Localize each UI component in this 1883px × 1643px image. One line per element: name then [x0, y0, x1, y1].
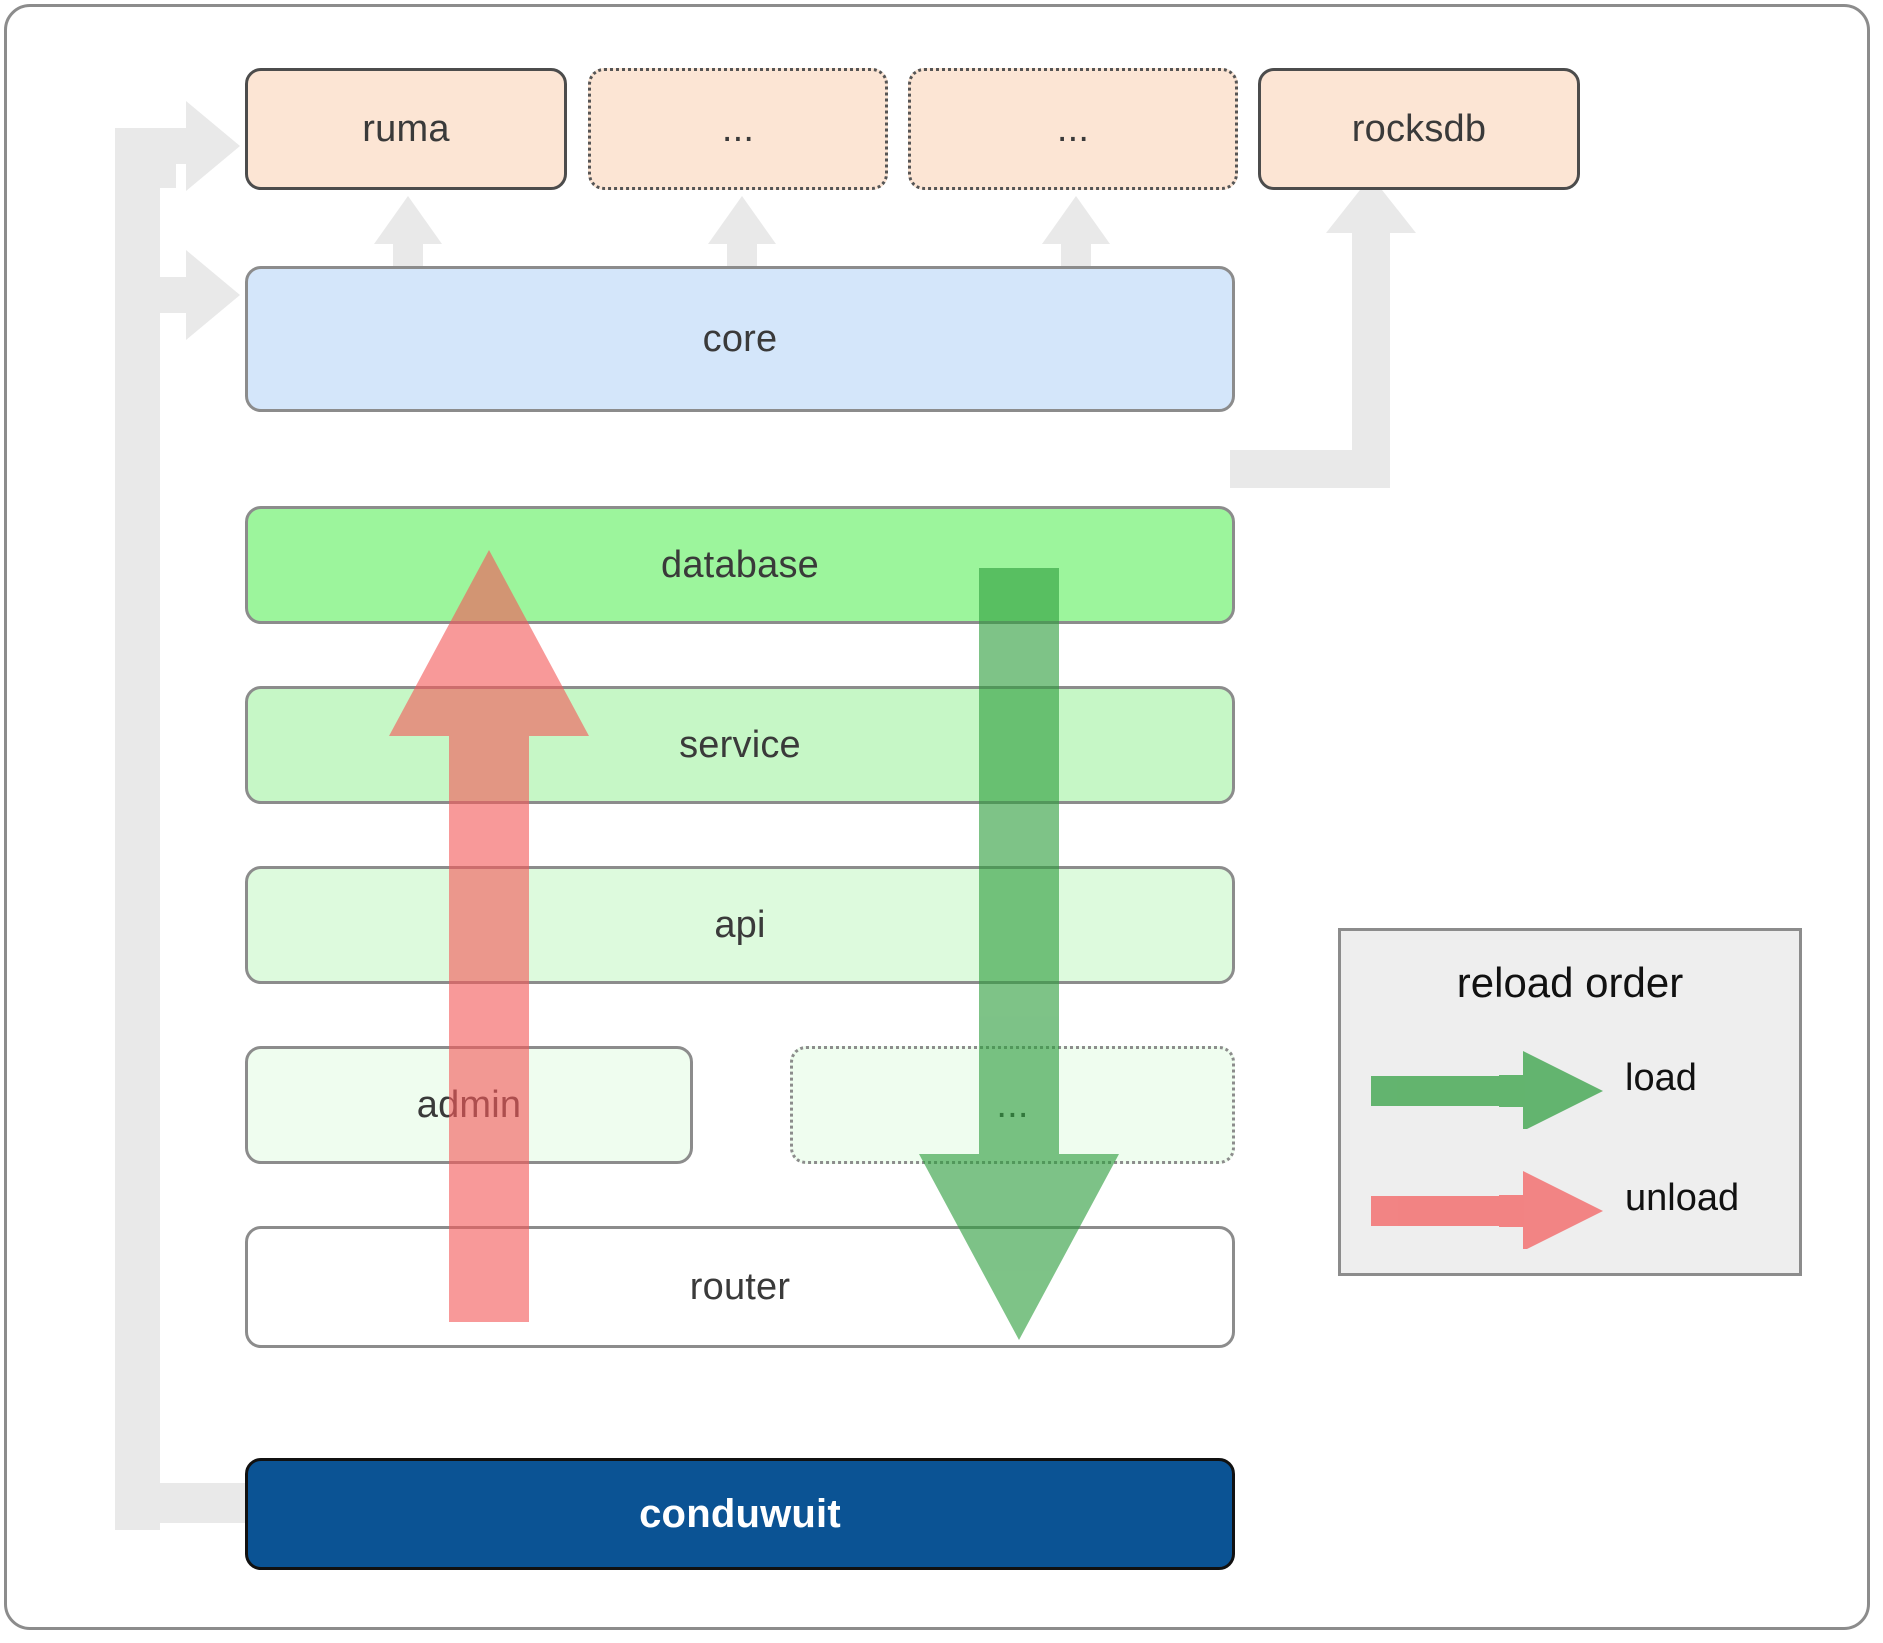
- legend-row-load: load: [1341, 1051, 1799, 1131]
- legend-row-unload: unload: [1341, 1171, 1799, 1251]
- node-core-label: core: [702, 317, 778, 360]
- legend-panel: reload order load unload: [1338, 928, 1802, 1276]
- node-service-label: service: [679, 723, 801, 766]
- diagram-frame: [4, 4, 1870, 1630]
- node-layer-dots[interactable]: ...: [790, 1046, 1235, 1164]
- node-ruma-label: ruma: [362, 107, 450, 150]
- node-dep-dots-1-label: ...: [721, 107, 755, 150]
- node-admin[interactable]: admin: [245, 1046, 693, 1164]
- legend-load-arrow-icon: [1371, 1051, 1603, 1129]
- node-dep-dots-2[interactable]: ...: [908, 68, 1238, 190]
- node-core[interactable]: core: [245, 266, 1235, 412]
- node-router[interactable]: router: [245, 1226, 1235, 1348]
- node-conduwuit-label: conduwuit: [639, 1491, 841, 1536]
- node-rocksdb[interactable]: rocksdb: [1258, 68, 1580, 190]
- node-rocksdb-label: rocksdb: [1351, 107, 1487, 150]
- node-conduwuit[interactable]: conduwuit: [245, 1458, 1235, 1570]
- node-layer-dots-label: ...: [996, 1083, 1029, 1126]
- node-dep-dots-2-label: ...: [1056, 107, 1090, 150]
- legend-unload-arrow-icon: [1371, 1171, 1603, 1249]
- legend-title: reload order: [1456, 959, 1684, 1006]
- node-service[interactable]: service: [245, 686, 1235, 804]
- node-api-label: api: [714, 903, 766, 946]
- legend-unload-label: unload: [1625, 1177, 1740, 1219]
- node-router-label: router: [689, 1265, 791, 1308]
- node-database[interactable]: database: [245, 506, 1235, 624]
- node-dep-dots-1[interactable]: ...: [588, 68, 888, 190]
- legend-load-label: load: [1625, 1057, 1697, 1099]
- node-database-label: database: [661, 543, 819, 586]
- node-api[interactable]: api: [245, 866, 1235, 984]
- node-ruma[interactable]: ruma: [245, 68, 567, 190]
- node-admin-label: admin: [416, 1083, 522, 1126]
